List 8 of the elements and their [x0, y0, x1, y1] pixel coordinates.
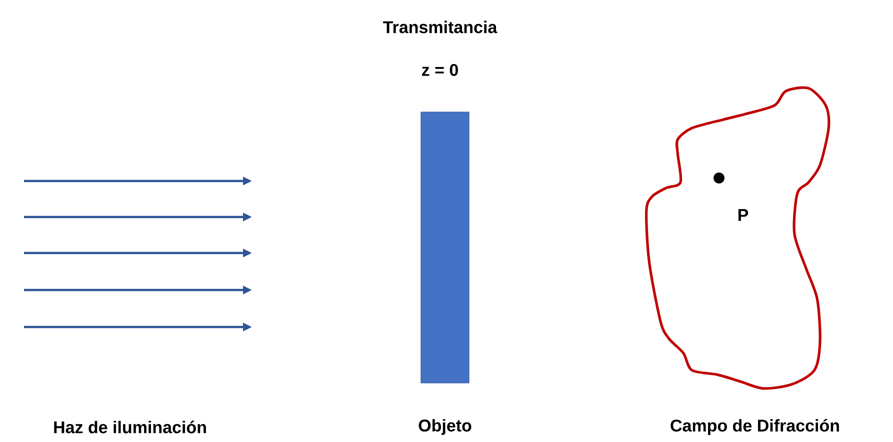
caption-text: z = 0 [422, 64, 458, 76]
diffraction-field-outline [645, 86, 830, 390]
caption-text: Transmitancia [383, 20, 498, 34]
caption-text: Objeto [418, 419, 472, 435]
object-bar [420, 112, 470, 384]
caption-text: Haz de iluminación [54, 420, 206, 434]
caption-text: Campo de Difracción [670, 419, 839, 435]
point-label: P [738, 209, 748, 221]
